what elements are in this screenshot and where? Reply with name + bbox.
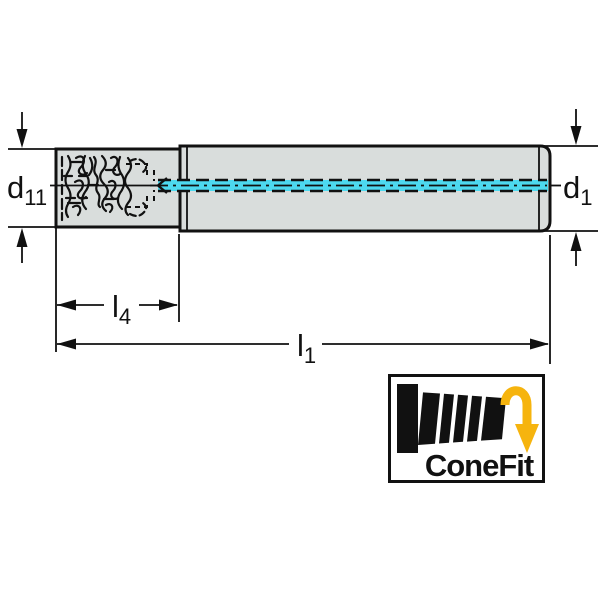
d1-top-arrowhead — [570, 126, 582, 145]
hidden-contour-dashed — [126, 163, 155, 208]
d1-bottom-arrowhead — [570, 232, 582, 251]
conefit-logo: ConeFit — [388, 374, 545, 483]
d11-top-arrowhead — [16, 129, 28, 148]
dim-d11: d11 — [7, 112, 158, 263]
rotation-arrow-hook — [500, 386, 532, 426]
l1-left-arrowhead — [57, 338, 76, 350]
cone-stripes — [418, 392, 506, 445]
l1-label: l1 — [297, 328, 316, 368]
thread-texture — [60, 154, 148, 222]
cone-flange — [397, 384, 418, 453]
d11-label: d11 — [7, 170, 47, 210]
l4-label: l4 — [112, 289, 131, 329]
dim-l4: l4 — [55, 228, 180, 352]
conefit-icon: ConeFit — [397, 384, 539, 480]
dim-l1: l1 — [57, 235, 551, 368]
rotation-arrow-head — [515, 424, 539, 453]
l1-right-arrowhead — [530, 338, 549, 350]
dim-d1: d1 — [544, 109, 598, 266]
conefit-label: ConeFit — [425, 448, 534, 480]
coolant-channel — [150, 177, 548, 194]
l4-left-arrowhead — [57, 299, 76, 311]
d1-label: d1 — [563, 170, 593, 210]
l4-right-arrowhead — [159, 299, 178, 311]
d11-bottom-arrowhead — [16, 228, 28, 247]
